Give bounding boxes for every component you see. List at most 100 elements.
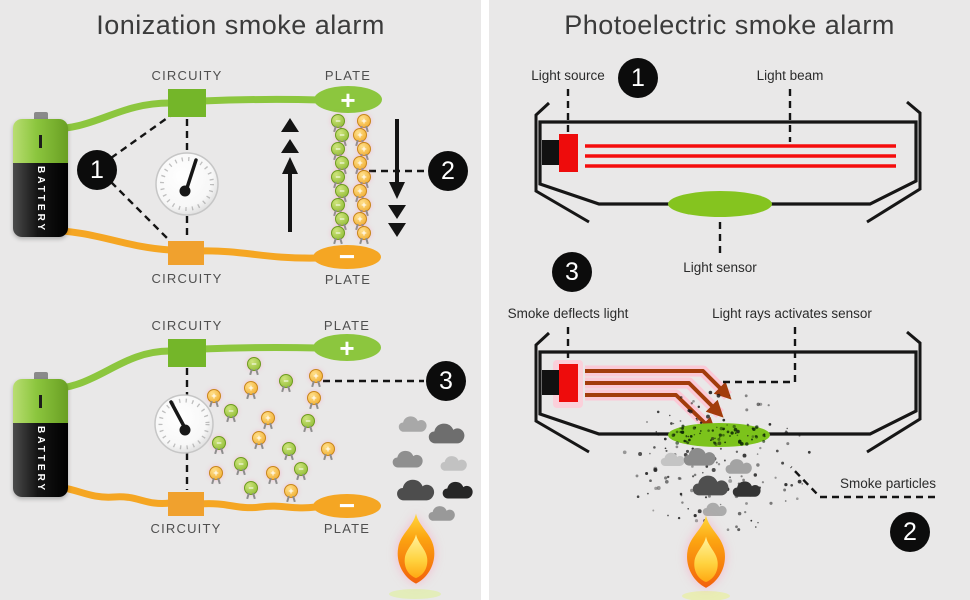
positive-ion-icon: +	[284, 484, 298, 498]
ion-field-bottom: −+−+++−+−−+−+−+−+−+	[0, 0, 481, 600]
negative-ion-icon: −	[301, 414, 315, 428]
positive-ion-icon: +	[353, 212, 367, 226]
positive-ion-icon: +	[261, 411, 275, 425]
battery-mark	[39, 394, 42, 408]
circuity-label-bottom-pos: CIRCUITY	[151, 318, 223, 333]
current-meter-gauge-bottom	[154, 394, 214, 454]
battery-label: BATTERY	[35, 166, 46, 234]
smoke-deflects-label: Smoke deflects light	[507, 306, 629, 321]
negative-ion-icon: −	[335, 184, 349, 198]
smoke-cloud-icon	[692, 470, 730, 497]
positive-ion-icon: +	[353, 184, 367, 198]
smoke-particles-label: Smoke particles	[839, 476, 937, 491]
battery-bottom: BATTERY	[13, 372, 68, 497]
positive-ion-icon: +	[209, 466, 223, 480]
positive-plate-top: +	[314, 86, 382, 113]
negative-ion-icon: −	[331, 170, 345, 184]
negative-ion-icon: −	[335, 156, 349, 170]
battery-mark	[39, 134, 42, 148]
light-source-icon-top	[542, 134, 578, 172]
circuit-chip-green-bottom	[168, 339, 206, 367]
positive-ion-icon: +	[353, 128, 367, 142]
smoke-cloud-icon	[732, 477, 762, 498]
negative-plate-top: −	[313, 243, 381, 271]
step-badge-2: 2	[428, 151, 468, 191]
positive-ion-icon: +	[357, 114, 371, 128]
positive-ion-icon: +	[207, 389, 221, 403]
positive-ion-icon: +	[357, 142, 371, 156]
light-sensor-label: Light sensor	[683, 260, 757, 275]
positive-ion-icon: +	[321, 442, 335, 456]
negative-ion-icon: −	[294, 462, 308, 476]
battery-top: BATTERY	[13, 112, 68, 237]
negative-ion-icon: −	[331, 114, 345, 128]
positive-ion-icon: +	[266, 466, 280, 480]
fire-glow	[389, 589, 441, 599]
smoke-cloud-icon	[428, 418, 466, 445]
negative-ion-icon: −	[335, 212, 349, 226]
smoke-cloud-icon	[396, 474, 436, 502]
smoke-cloud-icon	[398, 412, 428, 433]
positive-plate-bottom: +	[313, 334, 381, 361]
positive-ion-icon: +	[357, 226, 371, 240]
positive-ion-icon: +	[353, 156, 367, 170]
light-beam-lines	[585, 144, 896, 168]
circuity-label-bottom-neg: CIRCUITY	[150, 521, 222, 536]
step-badge-2: 2	[890, 512, 930, 552]
plate-label-bottom-pos: PLATE	[323, 318, 371, 333]
negative-ion-icon: −	[212, 436, 226, 450]
dashed-connectors-bottom	[566, 327, 935, 499]
positive-ion-icon: +	[252, 431, 266, 445]
light-sensor-ellipse-top	[668, 191, 772, 217]
battery-body: BATTERY	[13, 163, 68, 237]
battery-terminal	[33, 112, 48, 119]
negative-ion-icon: −	[282, 442, 296, 456]
negative-ion-icon: −	[279, 374, 293, 388]
photoelectric-title: Photoelectric smoke alarm	[564, 10, 895, 40]
battery-cap	[13, 379, 68, 423]
battery-case: BATTERY	[13, 379, 68, 497]
ionization-title: Ionization smoke alarm	[96, 10, 385, 40]
battery-body: BATTERY	[13, 423, 68, 497]
fire-icon	[677, 510, 735, 598]
battery-terminal	[33, 372, 48, 379]
positive-ion-icon: +	[357, 170, 371, 184]
negative-ion-icon: −	[244, 481, 258, 495]
smoke-cloud-icon	[442, 477, 474, 500]
negative-ion-icon: −	[331, 226, 345, 240]
negative-ion-icon: −	[331, 142, 345, 156]
deflected-light-arrows	[585, 369, 732, 435]
negative-plate-bottom: −	[313, 490, 381, 521]
positive-ion-icon: +	[357, 198, 371, 212]
light-source-label: Light source	[531, 68, 605, 83]
battery-cap	[13, 119, 68, 163]
panel-divider	[481, 0, 489, 600]
step-badge-1: 1	[77, 150, 117, 190]
detection-chamber-top	[534, 100, 922, 224]
circuity-label-top-neg: CIRCUITY	[151, 271, 223, 286]
fire-icon	[388, 506, 444, 596]
photoelectric-graphics	[534, 89, 935, 600]
light-rays-label: Light rays activates sensor	[712, 306, 872, 321]
negative-ion-icon: −	[247, 357, 261, 371]
plus-sign: +	[339, 332, 355, 363]
ion-flow-arrows	[281, 118, 406, 237]
light-source-icon-bottom	[542, 364, 578, 402]
plate-label-bottom-neg: PLATE	[323, 521, 371, 536]
positive-ion-icon: +	[309, 369, 323, 383]
minus-sign: −	[338, 490, 356, 521]
ionization-panel: Ionization smoke alarm	[0, 0, 481, 600]
smoke-cloud-icon	[683, 443, 717, 467]
battery-case: BATTERY	[13, 119, 68, 237]
fire-glow	[682, 591, 730, 600]
smoke-cloud-icon	[392, 446, 424, 469]
plus-sign: +	[340, 84, 356, 115]
ion-flow-arrow-shafts	[288, 119, 399, 232]
negative-ion-icon: −	[335, 128, 349, 142]
battery-label: BATTERY	[35, 426, 46, 494]
plate-label-top-pos: PLATE	[324, 68, 372, 83]
current-meter-gauge-top	[155, 152, 219, 216]
light-beam-label: Light beam	[756, 68, 824, 83]
circuity-label-top-pos: CIRCUITY	[151, 68, 223, 83]
